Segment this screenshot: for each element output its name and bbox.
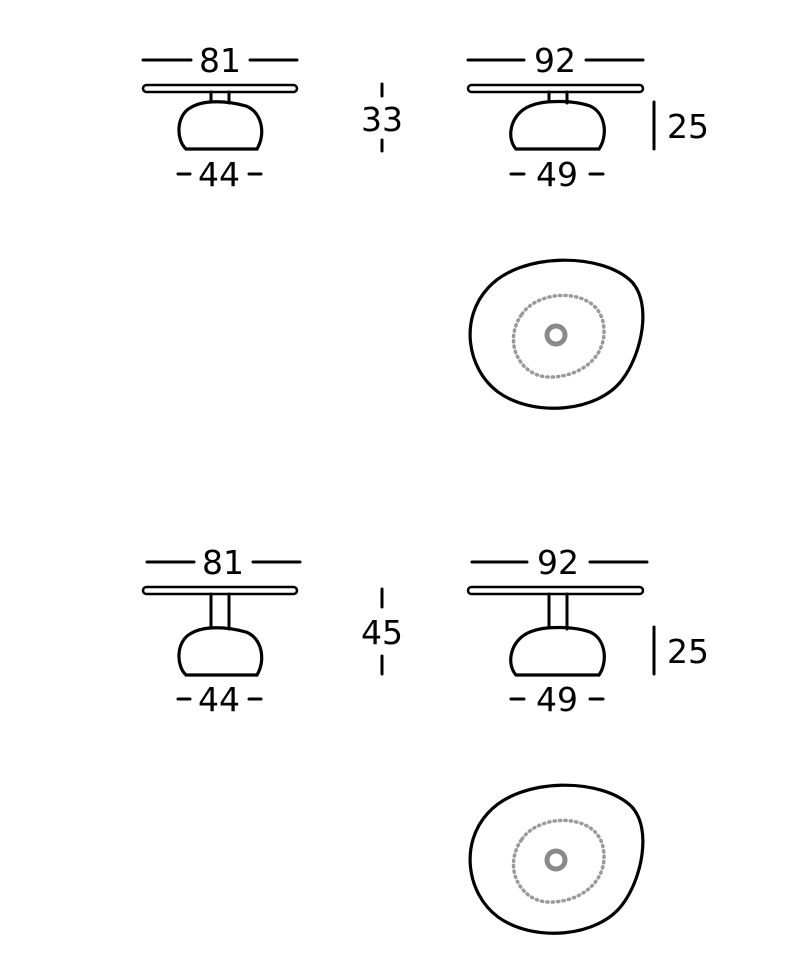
- base-dotted-outline: [511, 293, 606, 379]
- base: [177, 100, 264, 151]
- base-dotted-outline: [511, 818, 606, 904]
- high-large-table-side-view: 92 49 25: [466, 543, 709, 719]
- base-width-label: 44: [198, 680, 240, 719]
- low-height-marker: 33: [361, 82, 403, 153]
- tabletop: [466, 585, 645, 596]
- base: [509, 99, 606, 151]
- base-width-label: 44: [198, 155, 240, 194]
- stem-circle: [544, 323, 568, 347]
- high-table-top-view: [468, 783, 645, 935]
- high-table-group: 81 44 45 92 49 25: [141, 543, 709, 935]
- tabletop: [141, 585, 299, 596]
- low-table-top-view: [468, 258, 645, 410]
- stem: [547, 592, 569, 631]
- low-small-table-side-view: 81 44: [141, 41, 299, 194]
- top-width-label: 81: [202, 543, 244, 582]
- stem-circle: [544, 848, 568, 872]
- base: [509, 625, 606, 677]
- top-width-label: 92: [537, 543, 579, 582]
- base-width-label: 49: [536, 680, 578, 719]
- base-width-label: 49: [536, 155, 578, 194]
- height-label: 45: [361, 613, 403, 652]
- base-height-label: 25: [667, 632, 709, 671]
- low-table-group: 81 44 33 92 49 25: [141, 41, 709, 410]
- top-width-label: 81: [199, 41, 241, 80]
- base-height-label: 25: [667, 107, 709, 146]
- stem: [209, 592, 231, 631]
- high-small-table-side-view: 81 44: [141, 543, 302, 719]
- height-label: 33: [361, 100, 403, 139]
- tabletop: [466, 83, 645, 94]
- tabletop-outline: [468, 258, 645, 410]
- low-large-table-side-view: 92 49 25: [466, 41, 709, 194]
- tabletop: [141, 83, 299, 94]
- top-width-label: 92: [534, 41, 576, 80]
- base: [177, 626, 264, 677]
- high-height-marker: 45: [361, 587, 403, 676]
- tabletop-outline: [468, 783, 645, 935]
